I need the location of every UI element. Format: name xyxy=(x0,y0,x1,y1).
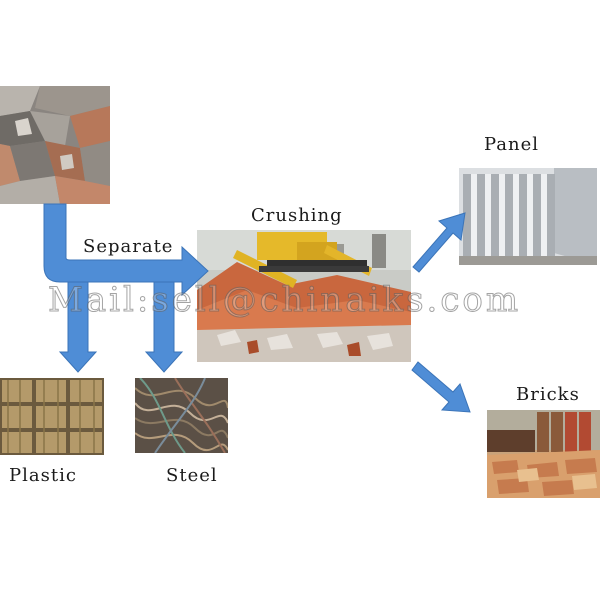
plastic-arrow xyxy=(58,281,98,373)
panel-arrow xyxy=(412,212,466,273)
separate-arrow xyxy=(43,203,209,297)
label-plastic: Plastic xyxy=(9,465,77,486)
crushing-machine-photo xyxy=(197,230,411,362)
bricks-photo xyxy=(487,410,600,498)
steel-arrow xyxy=(144,281,184,373)
label-panel: Panel xyxy=(484,134,540,155)
plastic-photo xyxy=(0,378,104,455)
panel-photo xyxy=(459,168,597,265)
label-steel: Steel xyxy=(166,465,218,486)
label-crushing: Crushing xyxy=(251,205,343,226)
label-separate: Separate xyxy=(83,236,174,257)
construction-waste-photo xyxy=(0,86,110,204)
label-bricks: Bricks xyxy=(516,384,580,405)
watermark-text: Mail:sell@chinaiks.com xyxy=(47,280,522,321)
steel-photo xyxy=(135,378,228,453)
bricks-arrow xyxy=(411,361,471,413)
